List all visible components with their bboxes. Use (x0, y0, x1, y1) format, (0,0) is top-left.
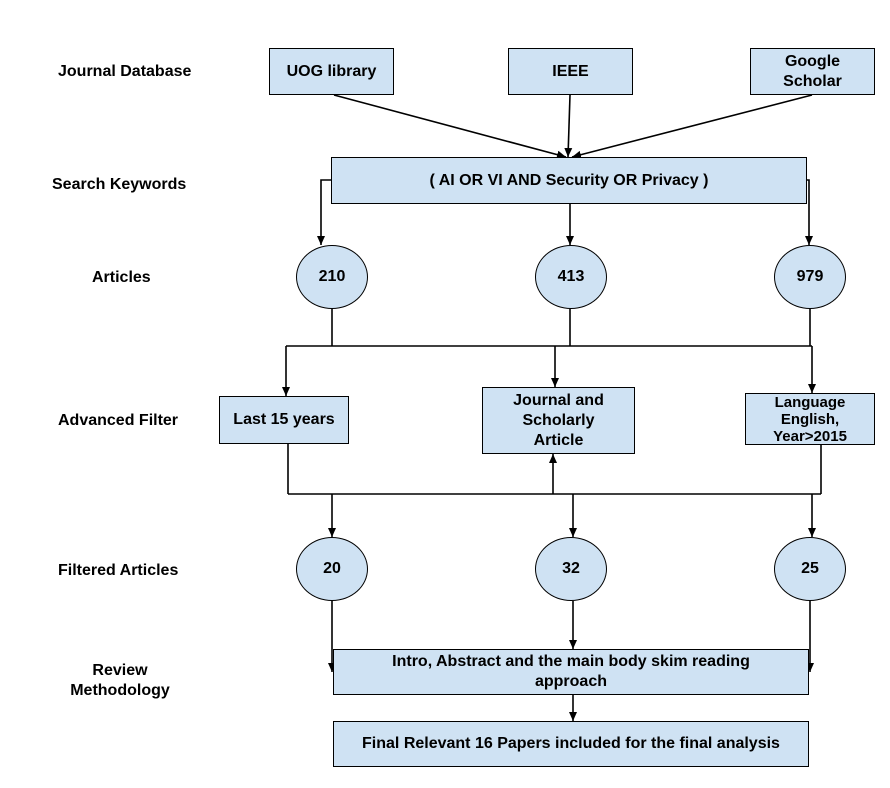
arrow-search-to-979 (805, 179, 813, 245)
arrow-ieee-to-search (564, 94, 573, 158)
database-google-scholar: Google Scholar (750, 48, 875, 95)
stage-label-search-keywords: Search Keywords (52, 176, 187, 193)
arrow-scholar-to-search (571, 94, 813, 159)
stage-label-review-methodology: Review Methodology (70, 662, 170, 699)
filtered-count-uog: 20 (296, 537, 368, 601)
filter-language-year: Language English, Year>2015 (745, 393, 875, 445)
article-count-uog: 210 (296, 245, 368, 309)
stage-label-filtered-articles: Filtered Articles (58, 562, 179, 579)
stage-label-journal-database: Journal Database (58, 63, 192, 80)
filter-journal-scholarly-article: Journal and Scholarly Article (482, 387, 635, 454)
database-uog-library: UOG library (269, 48, 394, 95)
final-papers-box: Final Relevant 16 Papers included for th… (333, 721, 809, 767)
filtered-count-google-scholar: 25 (774, 537, 846, 601)
arrow-uog-to-search (333, 94, 567, 159)
stage-label-advanced-filter: Advanced Filter (58, 412, 179, 429)
article-count-ieee: 413 (535, 245, 607, 309)
arrow-search-to-210 (317, 179, 331, 245)
review-methodology-box: Intro, Abstract and the main body skim r… (333, 649, 809, 695)
search-keywords-box: ( AI OR VI AND Security OR Privacy ) (331, 157, 807, 204)
filter-last-15-years: Last 15 years (219, 396, 349, 444)
article-count-google-scholar: 979 (774, 245, 846, 309)
stage-label-articles: Articles (92, 269, 151, 286)
database-ieee: IEEE (508, 48, 633, 95)
filtered-count-ieee: 32 (535, 537, 607, 601)
